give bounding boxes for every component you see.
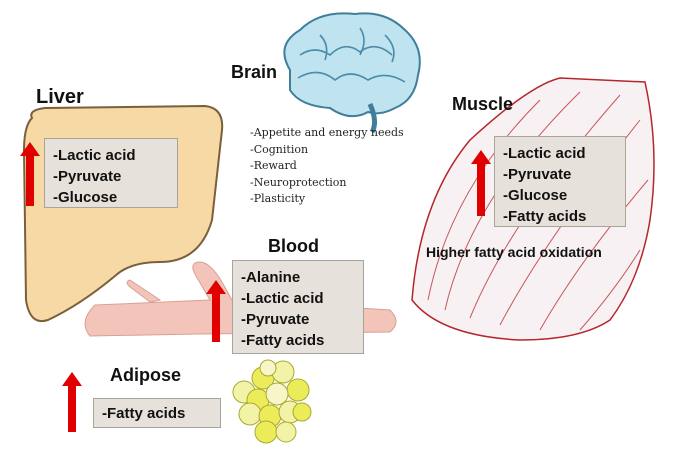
list-item: -Glucose (503, 187, 568, 204)
blood-metabolites-box: -Alanine -Lactic acid -Pyruvate -Fatty a… (232, 260, 364, 354)
up-arrow-icon (206, 280, 226, 342)
list-item: -Pyruvate (503, 166, 572, 183)
liver-title: Liver (36, 86, 84, 108)
muscle-title: Muscle (452, 94, 514, 114)
list-item: -Lactic acid (241, 290, 324, 307)
list-item: -Cognition (250, 142, 309, 156)
adipose-metabolites-box: -Fatty acids (93, 398, 221, 428)
brain-function-list: -Appetite and energy needs -Cognition -R… (250, 125, 404, 208)
list-item: -Plasticity (250, 192, 306, 205)
up-arrow-icon (471, 150, 491, 216)
list-item: -Fatty acids (241, 332, 325, 349)
muscle-note: Higher fatty acid oxidation (426, 244, 602, 260)
adipocyte-cluster-icon (232, 359, 312, 444)
list-item: -Pyruvate (53, 168, 122, 185)
list-item: -Fatty acids (503, 208, 587, 225)
blood-title: Blood (268, 236, 319, 256)
list-item: -Fatty acids (102, 405, 186, 422)
list-item: -Glucose (53, 189, 118, 206)
list-item: -Reward (250, 159, 297, 172)
up-arrow-icon (62, 372, 82, 432)
adipose-title: Adipose (110, 365, 182, 385)
brain-title: Brain (231, 62, 278, 82)
list-item: -Lactic acid (503, 145, 586, 162)
brain-icon (283, 12, 421, 134)
list-item: -Lactic acid (53, 147, 136, 164)
list-item: -Alanine (241, 269, 301, 286)
up-arrow-icon (20, 142, 40, 206)
list-item: -Neuroprotection (250, 175, 347, 189)
liver-metabolites-box: -Lactic acid -Pyruvate -Glucose (44, 138, 178, 208)
list-item: -Appetite and energy needs (250, 126, 404, 139)
muscle-metabolites-box: -Lactic acid -Pyruvate -Glucose -Fatty a… (494, 136, 626, 227)
list-item: -Pyruvate (241, 311, 310, 328)
